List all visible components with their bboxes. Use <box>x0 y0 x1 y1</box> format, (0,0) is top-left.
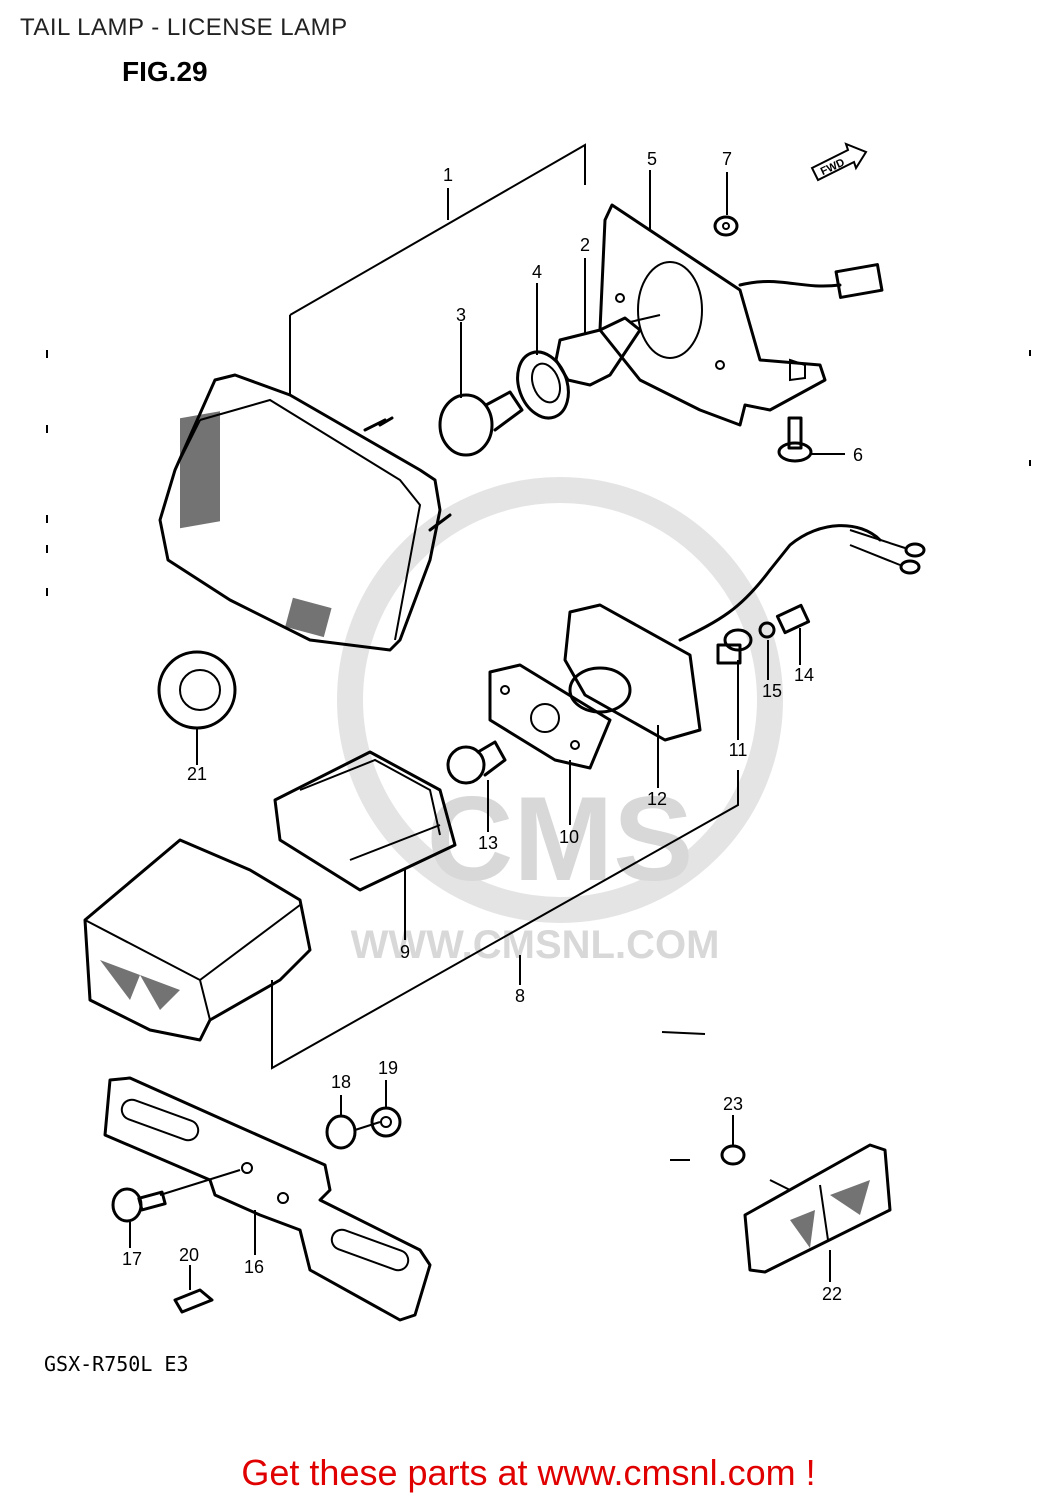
model-code: GSX-R750L E3 <box>44 1352 189 1376</box>
assembly-bracket-8 <box>271 770 739 1070</box>
watermark-url: WWW.CMSNL.COM <box>351 923 720 967</box>
callout-15: 15 <box>762 681 782 701</box>
figure-label: FIG.29 <box>122 56 208 87</box>
callout-4: 4 <box>532 262 542 282</box>
callout-12: 12 <box>647 789 667 809</box>
callout-labels: 1 2 3 4 5 6 7 8 9 10 11 12 13 14 15 16 1… <box>122 149 863 1304</box>
bulb-socket <box>554 314 661 387</box>
nut-19 <box>370 1106 402 1138</box>
lamp-bracket-plate <box>598 203 884 427</box>
washer-15 <box>758 621 776 639</box>
callout-17: 17 <box>122 1249 142 1269</box>
fwd-label: FWD <box>819 157 847 178</box>
callout-19: 19 <box>378 1058 398 1078</box>
callout-2: 2 <box>580 235 590 255</box>
footer-banner: Get these parts at www.cmsnl.com ! <box>0 1452 1057 1494</box>
forward-direction-badge: FWD <box>810 142 868 182</box>
callout-9: 9 <box>400 942 410 962</box>
license-plate-bracket <box>103 1076 432 1322</box>
license-lamp-case <box>83 838 312 1042</box>
nut-7 <box>713 215 739 237</box>
callout-10: 10 <box>559 827 579 847</box>
rear-reflector <box>743 1143 892 1274</box>
callout-5: 5 <box>647 149 657 169</box>
nut-14 <box>775 603 811 635</box>
callout-13: 13 <box>478 833 498 853</box>
callout-16: 16 <box>244 1257 264 1277</box>
cmsnl-watermark: CMS WWW.CMSNL.COM <box>337 477 783 967</box>
tail-bulb <box>438 390 524 457</box>
license-lamp-housing <box>563 524 926 742</box>
callout-3: 3 <box>456 305 466 325</box>
scan-marks <box>46 350 1031 1161</box>
callout-14: 14 <box>794 665 814 685</box>
cmsnl-link[interactable]: Get these parts at www.cmsnl.com ! <box>241 1452 816 1493</box>
spacer-11 <box>716 628 753 665</box>
cushion-20 <box>173 1288 214 1314</box>
assembly-bracket-1 <box>289 143 586 395</box>
license-lamp-lens <box>273 750 457 892</box>
license-lamp-gasket <box>488 663 612 770</box>
grommet-21 <box>157 650 237 730</box>
callout-1: 1 <box>443 165 453 185</box>
leader-lines <box>129 170 845 1290</box>
callout-23: 23 <box>723 1094 743 1114</box>
washer-18 <box>325 1114 357 1150</box>
callout-7: 7 <box>722 149 732 169</box>
callout-8: 8 <box>515 986 525 1006</box>
callout-21: 21 <box>187 764 207 784</box>
callout-11: 11 <box>729 740 748 760</box>
tail-lamp-lens <box>158 373 452 652</box>
nut-23 <box>720 1144 791 1191</box>
callout-22: 22 <box>822 1284 842 1304</box>
screw-6 <box>777 416 813 463</box>
callout-18: 18 <box>331 1072 351 1092</box>
license-bulb <box>446 740 507 785</box>
callout-20: 20 <box>179 1245 199 1265</box>
socket-gasket <box>516 350 570 420</box>
callout-6: 6 <box>853 445 863 465</box>
page-title: TAIL LAMP - LICENSE LAMP <box>20 14 348 41</box>
watermark-logo: CMS <box>427 772 694 906</box>
bolt-17 <box>111 1187 167 1223</box>
